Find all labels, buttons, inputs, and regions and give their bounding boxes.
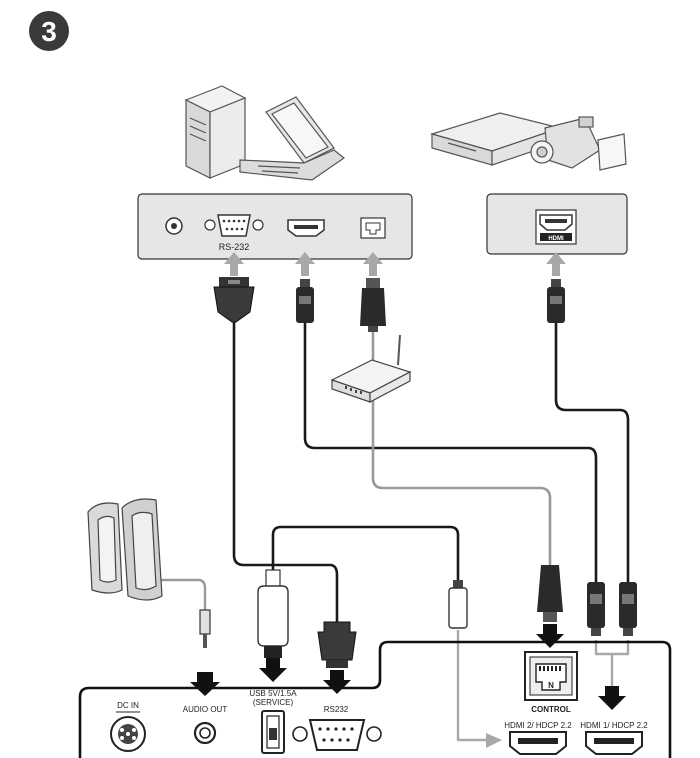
video-player-icon: [429, 112, 563, 166]
dc-in-label: DC IN: [117, 701, 139, 710]
lan-plug-bottom: [537, 565, 563, 622]
arrow-down-icons: [190, 624, 626, 710]
speaker-icons: [87, 498, 163, 601]
rs232-projector-label: RS232: [324, 705, 349, 714]
arrow-up-icon: [363, 252, 383, 276]
desktop-computer-icon: [184, 85, 247, 179]
arrow-up-icon: [546, 252, 566, 276]
rs232-port: [204, 214, 264, 237]
arrow-down-icon: [259, 658, 287, 682]
rs232-plug-bottom: [317, 621, 357, 668]
usb-cable: [271, 525, 460, 585]
arrow-up-icon: [224, 252, 244, 276]
usb-service-label: (SERVICE): [253, 698, 294, 707]
step-badge: 3: [29, 11, 69, 51]
audio-jack-port: [165, 217, 183, 235]
rs232-projector-port: [292, 719, 382, 751]
audio-cable: [160, 578, 207, 610]
hdmi1-label: HDMI 1/ HDCP 2.2: [580, 721, 648, 730]
usb-dongle: [257, 569, 289, 658]
arrow-up-icon: [295, 252, 315, 276]
cables: [160, 322, 630, 742]
arrow-down-icon: [190, 672, 220, 696]
hdmi-plug-bottom-1: [587, 582, 605, 636]
hdmi2-label: HDMI 2/ HDCP 2.2: [504, 721, 572, 730]
step-number: 3: [41, 16, 57, 47]
audio-out-label: AUDIO OUT: [183, 705, 228, 714]
arrow-down-icon: [323, 670, 351, 694]
router-icon: [330, 359, 412, 403]
control-lan-port: N: [524, 651, 578, 701]
arrow-right-icon: [486, 733, 502, 748]
hdmi-plug-bottom-2: [619, 582, 637, 636]
hdmi1-guide-line: [594, 640, 630, 688]
hdmi2-cable: [303, 322, 598, 582]
hdmi-white-plug: [448, 580, 468, 629]
hdmi-port-icon: [287, 219, 325, 237]
hdmi2-guide-line: [456, 630, 488, 742]
camcorder-icon: [530, 116, 627, 171]
hdmi-logo-label: HDMI: [548, 236, 564, 242]
router-antenna: [397, 334, 401, 366]
hdmi-plug-top-left: [296, 279, 314, 323]
rs232-source-label: RS-232: [219, 242, 250, 252]
laptop-icon: [239, 96, 346, 181]
hdmi-plug-top-right: [547, 279, 565, 323]
usb-label: USB 5V/1.5A: [249, 689, 297, 698]
arrow-up-icons: [224, 252, 566, 276]
audio-out-port: [193, 721, 217, 745]
lan-port-icon: [360, 217, 386, 239]
hdmi2-port: [509, 731, 567, 755]
audio-plug: [199, 609, 211, 648]
hdmi1-cable: [554, 322, 630, 582]
source-panel-right: HDMI: [486, 193, 628, 255]
rs232-cable: [232, 322, 339, 628]
arrow-down-icon: [598, 686, 626, 710]
usb-port: [261, 710, 285, 754]
hdmi1-port: [585, 731, 643, 755]
lan-n-mark: N: [548, 681, 554, 690]
hdmi-port-icon: [539, 214, 573, 231]
control-label: CONTROL: [531, 705, 571, 714]
dc-in-port: [110, 716, 146, 752]
source-panel-left: RS-232: [137, 193, 413, 260]
lan-cable: [371, 330, 552, 565]
rs232-plug-top: [213, 277, 255, 323]
arrow-down-icon: [536, 624, 564, 648]
projector-panel: DC IN AUDIO OUT USB 5V/1.5A (SERVICE) RS…: [78, 640, 672, 758]
lan-plug-top: [360, 278, 386, 332]
